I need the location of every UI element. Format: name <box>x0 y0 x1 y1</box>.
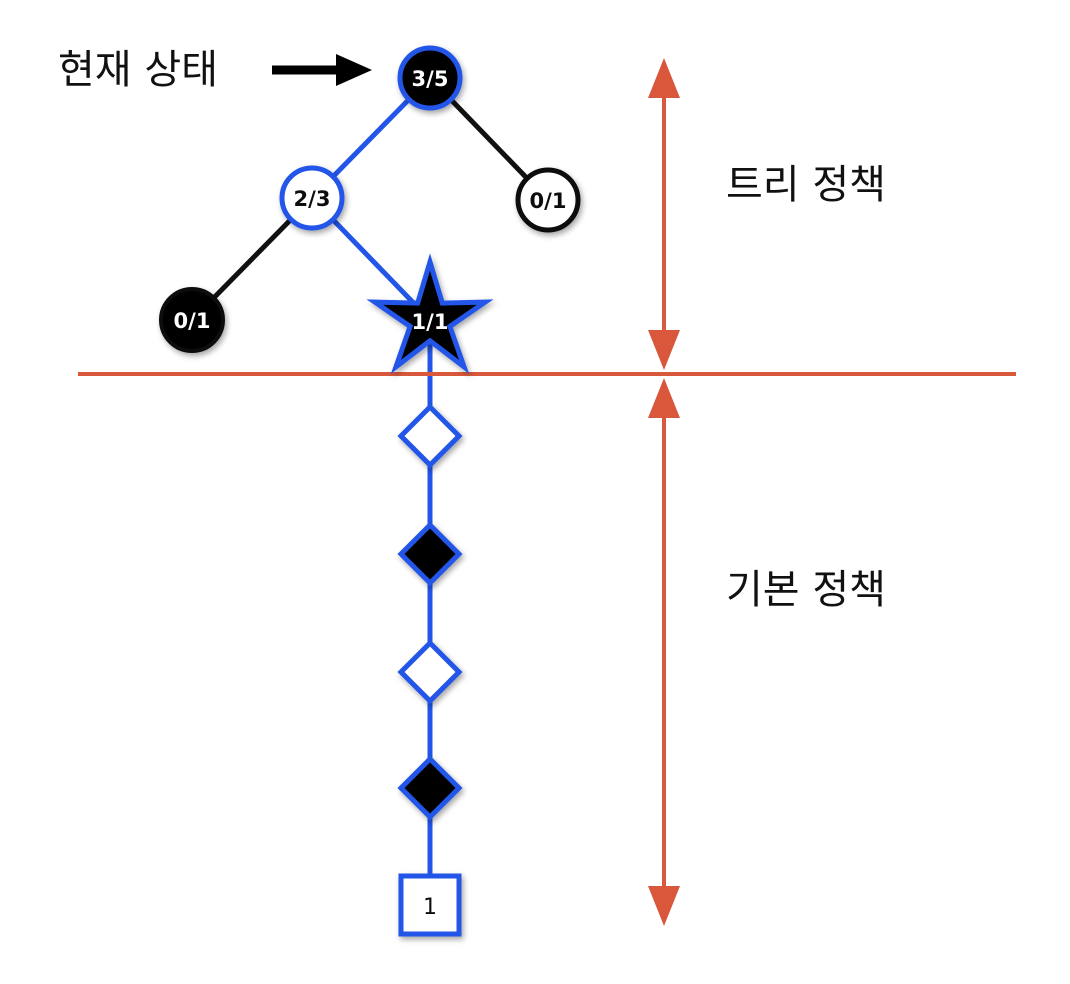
pointer-arrow <box>272 54 372 86</box>
node-root-label: 3/5 <box>412 67 449 91</box>
node-star-leaf: 1/1 <box>366 253 494 374</box>
rollout-diamond-1 <box>397 403 463 469</box>
tree-span-arrow-down <box>648 330 680 370</box>
default-span-arrow-up <box>648 378 680 418</box>
tree-edges <box>190 76 550 905</box>
rollout-nodes: 1 <box>397 403 463 937</box>
rollout-terminal-node: 1 <box>398 873 462 937</box>
node-star-leaf-label: 1/1 <box>412 310 449 334</box>
tree-policy-label: 트리 정책 <box>726 162 886 208</box>
node-right-child-label: 0/1 <box>530 189 567 213</box>
node-left-child: 2/3 <box>279 165 345 231</box>
current-state-label: 현재 상태 <box>58 47 218 93</box>
node-root: 3/5 <box>397 45 463 111</box>
default-policy-label: 기본 정책 <box>726 567 886 613</box>
rollout-diamond-4 <box>397 755 463 821</box>
node-left-leaf-label: 0/1 <box>174 309 211 333</box>
policy-divider <box>78 58 1016 926</box>
rollout-diamond-2 <box>397 521 463 587</box>
node-right-child: 0/1 <box>515 167 581 233</box>
tree-nodes: 3/5 2/3 0/1 0/1 1/1 <box>159 45 581 374</box>
rollout-diamond-3 <box>397 639 463 705</box>
node-left-leaf: 0/1 <box>159 287 225 353</box>
default-span-arrow-down <box>648 886 680 926</box>
rollout-terminal-label: 1 <box>423 895 437 920</box>
tree-span-arrow-up <box>648 58 680 98</box>
node-left-child-label: 2/3 <box>294 187 331 211</box>
